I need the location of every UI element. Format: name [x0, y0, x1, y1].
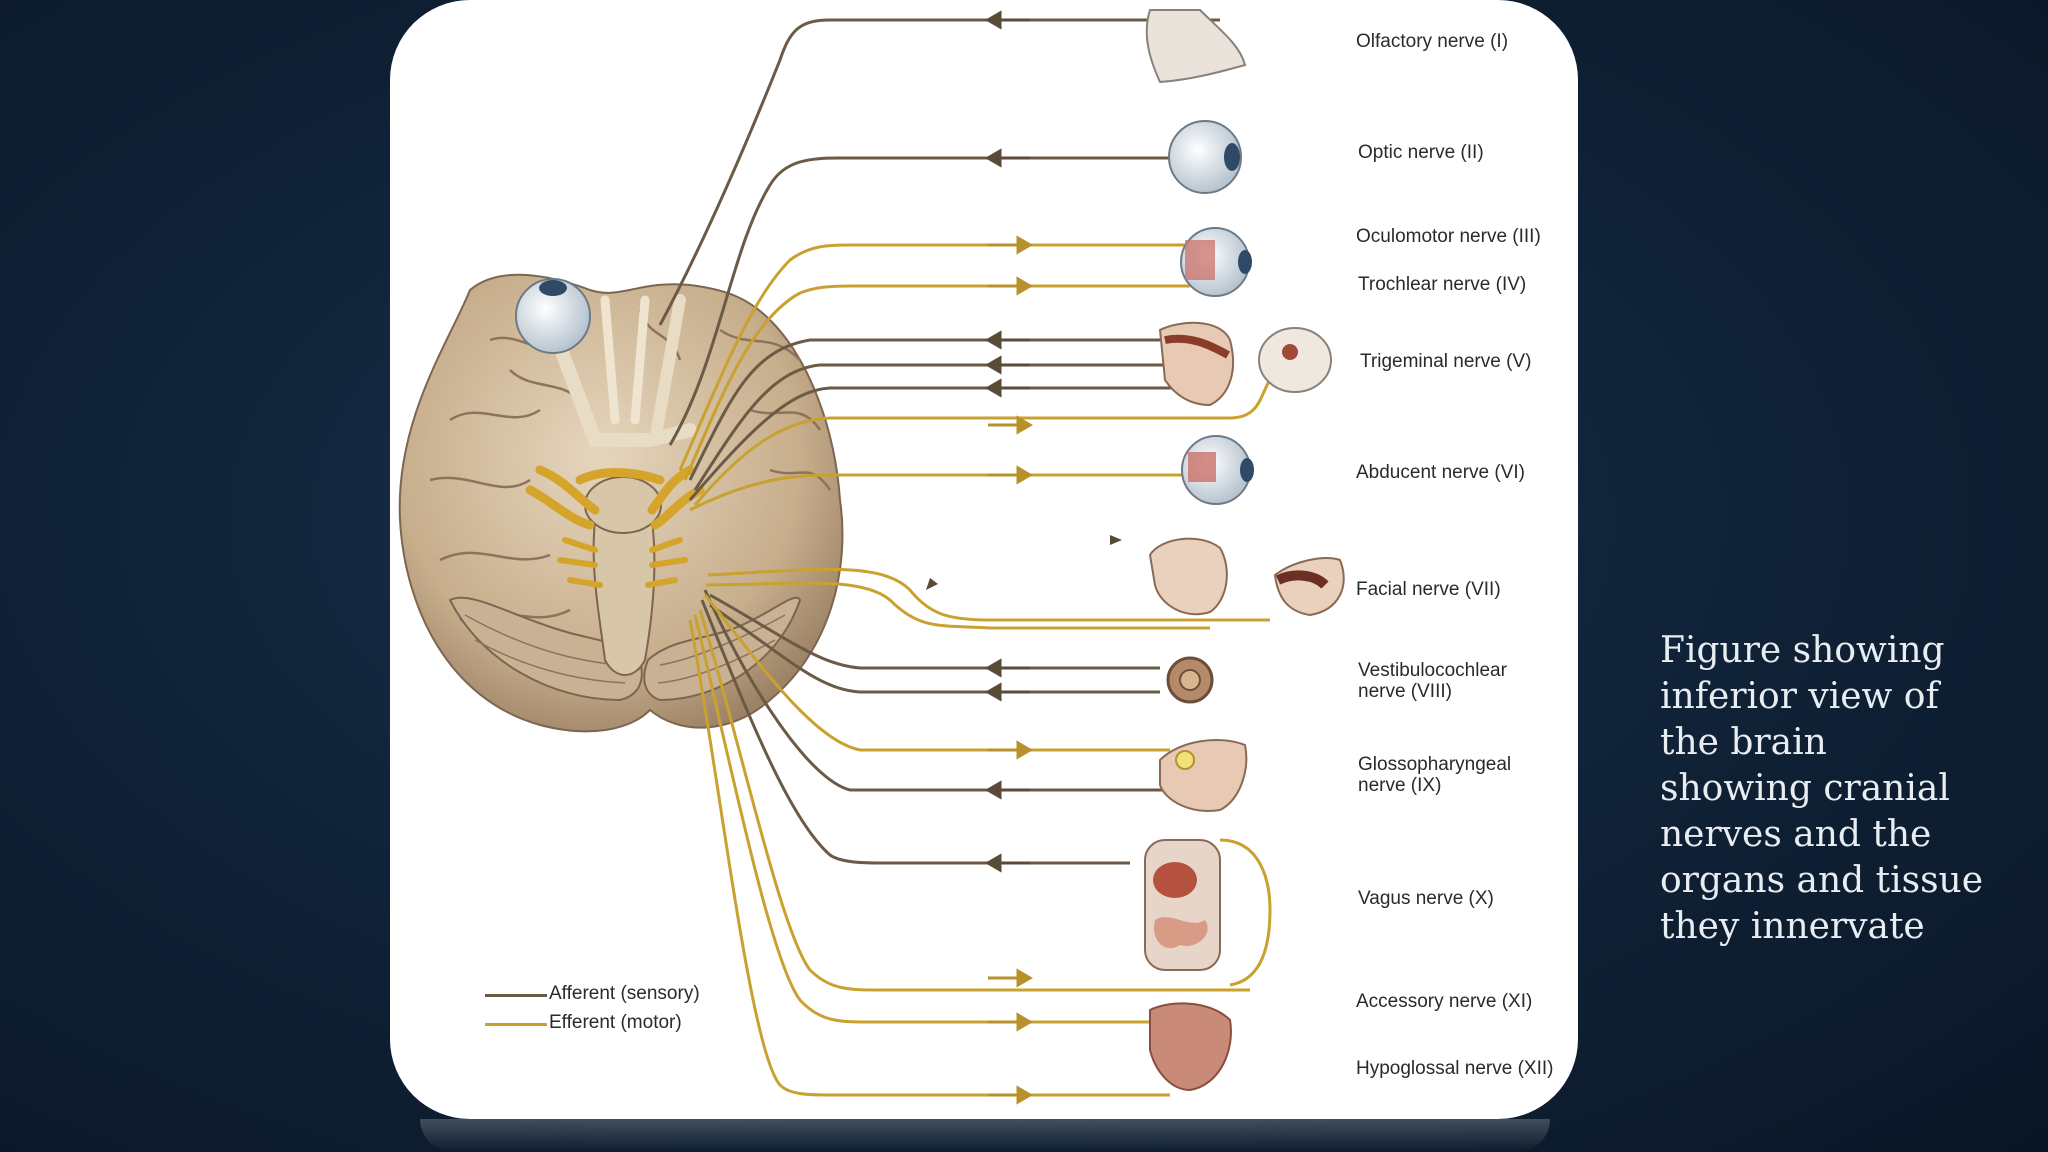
- nerve-label-vagus: Vagus nerve (X): [1358, 888, 1494, 909]
- legend-label-afferent: Afferent (sensory): [549, 983, 700, 1004]
- nose-icon: [1145, 9, 1247, 84]
- eye-abducent-icon: [1181, 435, 1254, 505]
- eye-icon: [1168, 120, 1242, 194]
- nerve-label-glossopharyngeal: Glossopharyngeal nerve (IX): [1358, 754, 1512, 796]
- nerve-label-optic: Optic nerve (II): [1358, 142, 1484, 163]
- card-reflection: [420, 1119, 1550, 1152]
- target-organ-illustrations: [1144, 9, 1345, 1092]
- legend-label-efferent: Efferent (motor): [549, 1012, 682, 1033]
- slide-caption: Figure showing inferior view of the brai…: [1660, 630, 1984, 947]
- direction-arrows: [926, 10, 1122, 1105]
- nerve-label-olfactory: Olfactory nerve (I): [1356, 31, 1509, 52]
- head-icon: [1148, 537, 1228, 616]
- skull-icon: [1258, 327, 1332, 393]
- efferent-pathways: [678, 243, 1272, 1097]
- nerve-label-accessory: Accessory nerve (XI): [1356, 991, 1533, 1012]
- legend-swatch-afferent: [485, 994, 547, 997]
- nerve-label-vestibulocochlear: Vestibulocochlear nerve (VIII): [1358, 660, 1507, 702]
- cranial-nerves-diagram: [398, 9, 1345, 1105]
- viscera-icon: [1144, 838, 1272, 987]
- nerve-label-oculomotor: Oculomotor nerve (III): [1356, 226, 1541, 247]
- tongue-profile-icon: [1273, 557, 1345, 617]
- nerve-label-facial: Facial nerve (VII): [1356, 579, 1501, 600]
- throat-icon: [1159, 739, 1248, 812]
- diagram-card: Olfactory nerve (I) Optic nerve (II) Ocu…: [390, 0, 1578, 1119]
- nerve-label-trigeminal: Trigeminal nerve (V): [1360, 351, 1532, 372]
- brain-illustration: [398, 273, 844, 733]
- neck-muscles-icon: [1149, 1002, 1232, 1092]
- ear-icon: [1166, 656, 1214, 704]
- nerve-label-trochlear: Trochlear nerve (IV): [1358, 274, 1527, 295]
- afferent-pathways: [658, 18, 1220, 865]
- nerve-label-abducent: Abducent nerve (VI): [1356, 462, 1525, 483]
- legend-swatch-efferent: [485, 1023, 547, 1026]
- eye-muscles-icon: [1180, 227, 1252, 297]
- face-icon: [1158, 321, 1235, 407]
- nerve-label-hypoglossal: Hypoglossal nerve (XII): [1356, 1058, 1554, 1079]
